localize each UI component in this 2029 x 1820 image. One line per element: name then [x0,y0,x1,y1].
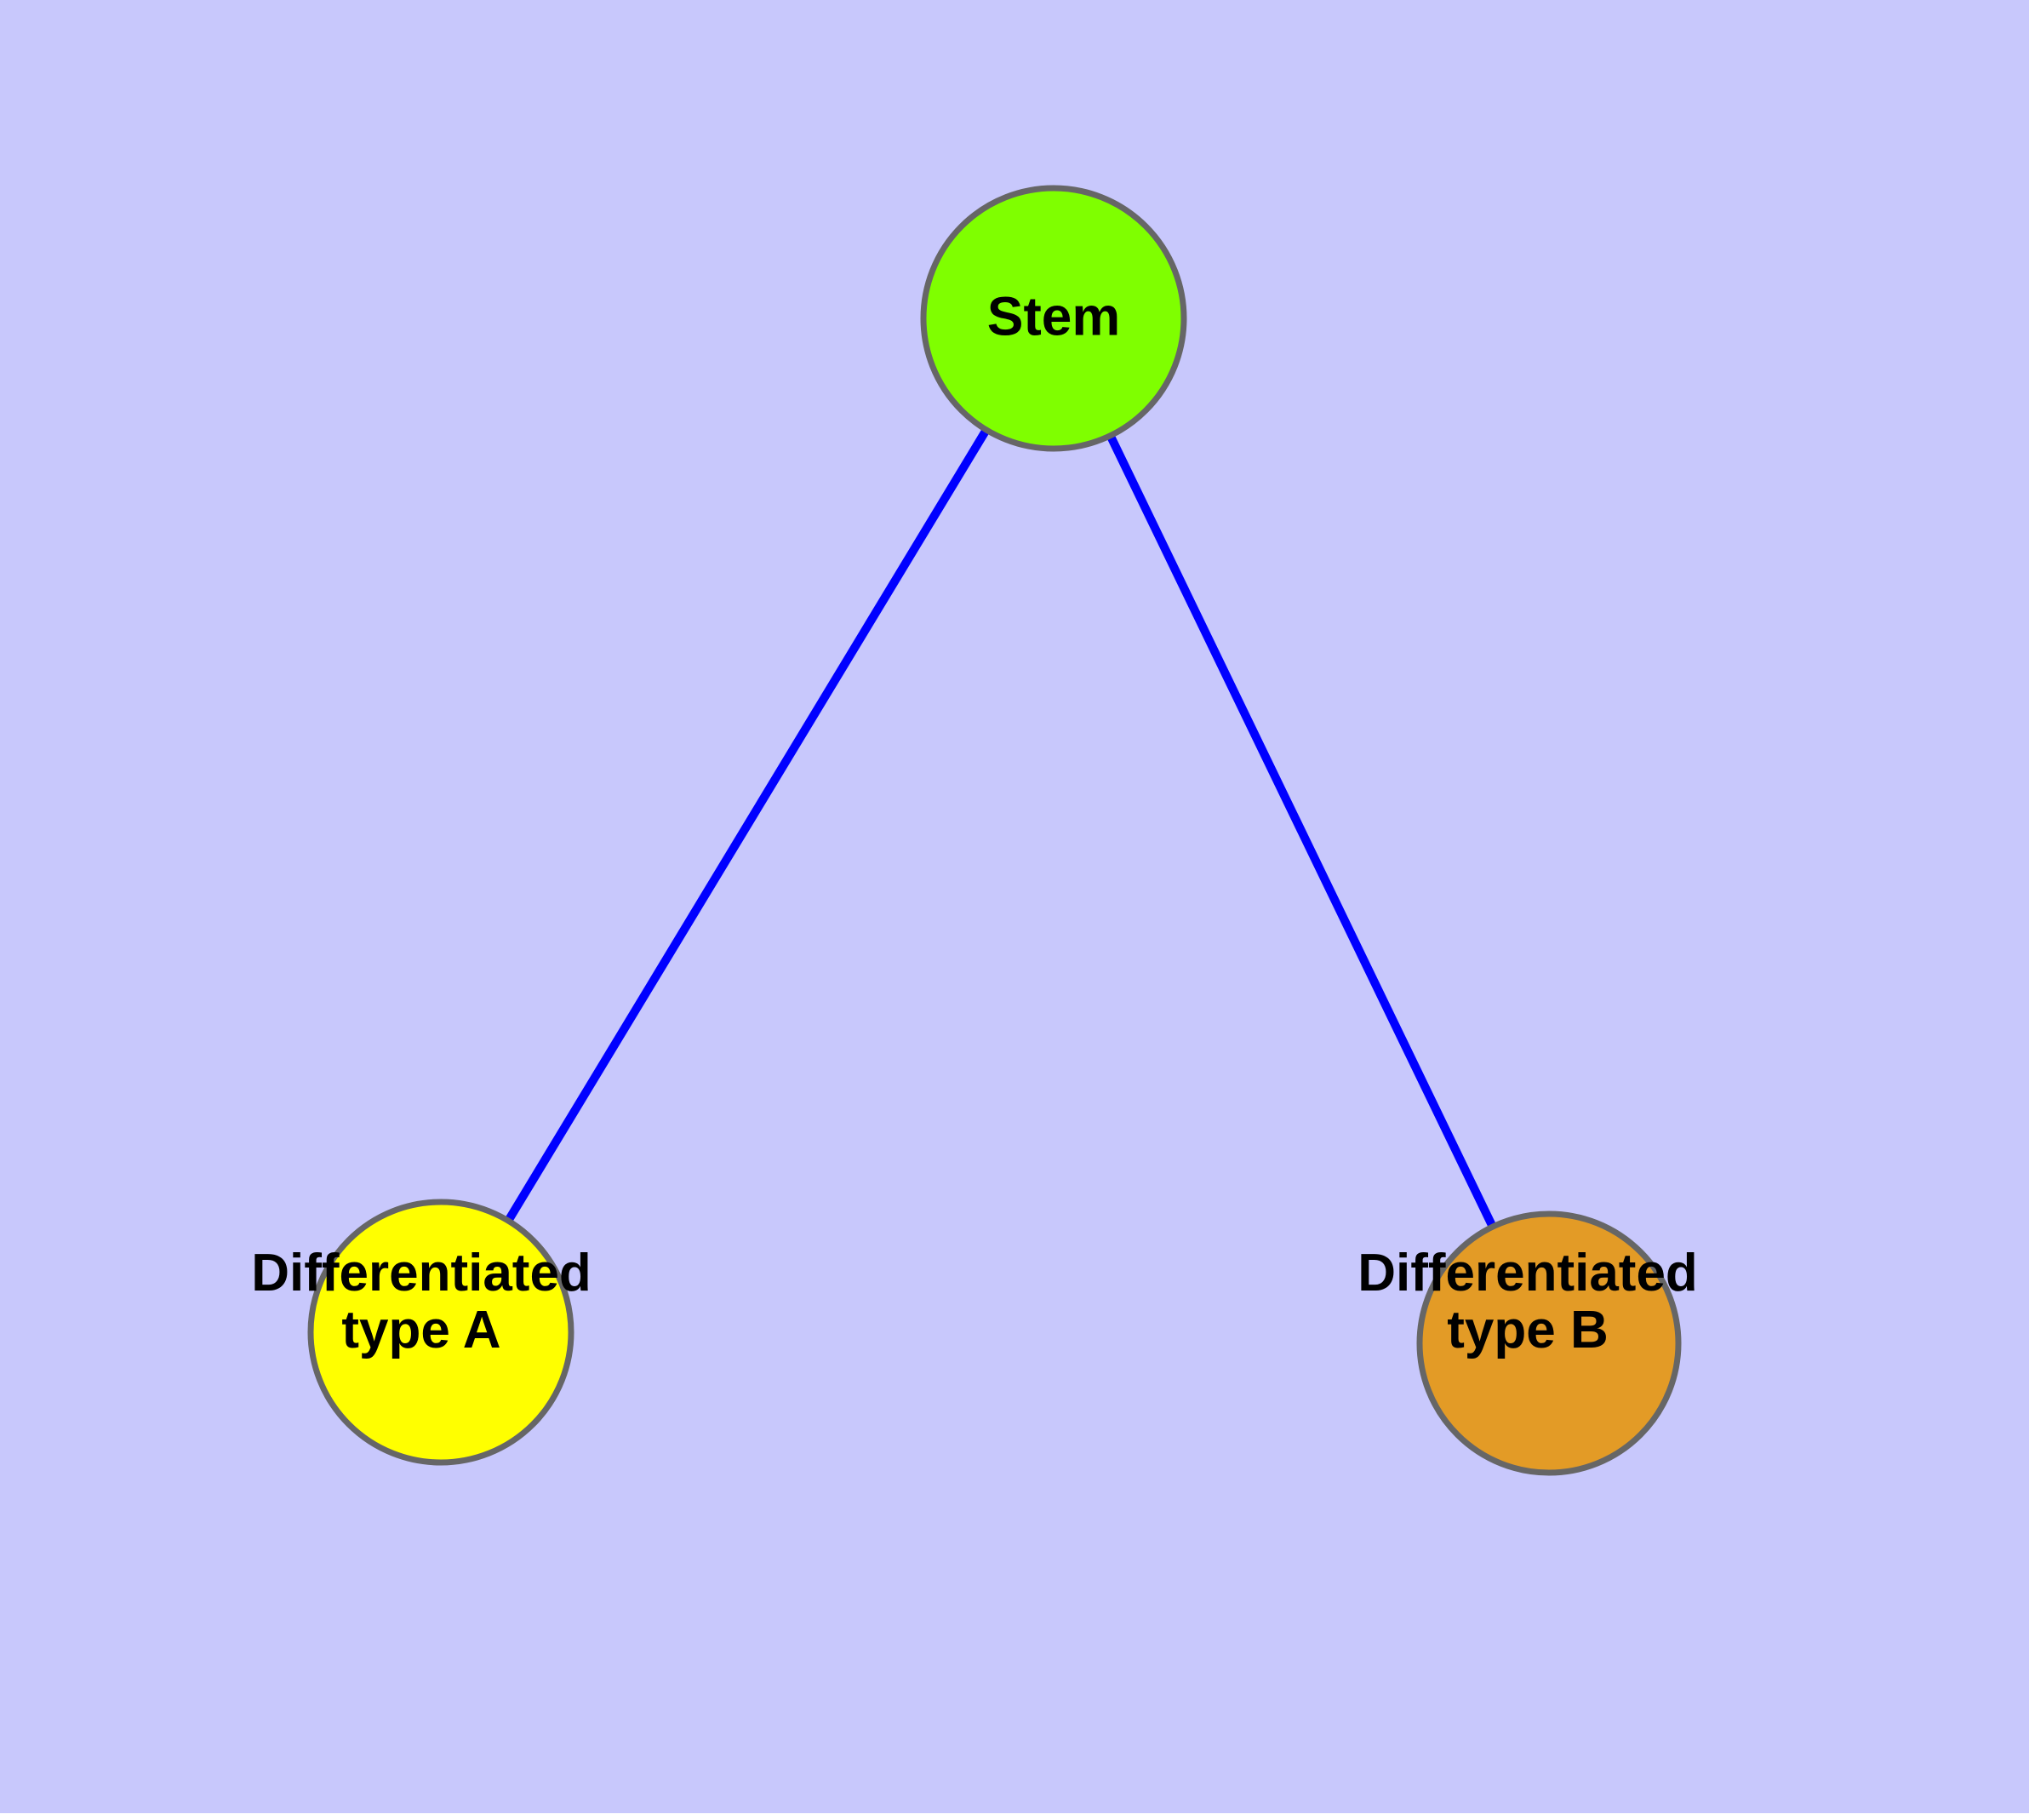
graph-node-stem[interactable] [920,185,1187,452]
edges-layer [437,316,1553,1346]
graph-edge-stem-diff_b [1049,316,1553,1346]
graph-node-diff_a[interactable] [307,1199,574,1466]
graph-edge-stem-diff_a [437,316,1058,1335]
graph-node-diff_b[interactable] [1416,1210,1682,1476]
nodes-layer [307,185,1682,1476]
